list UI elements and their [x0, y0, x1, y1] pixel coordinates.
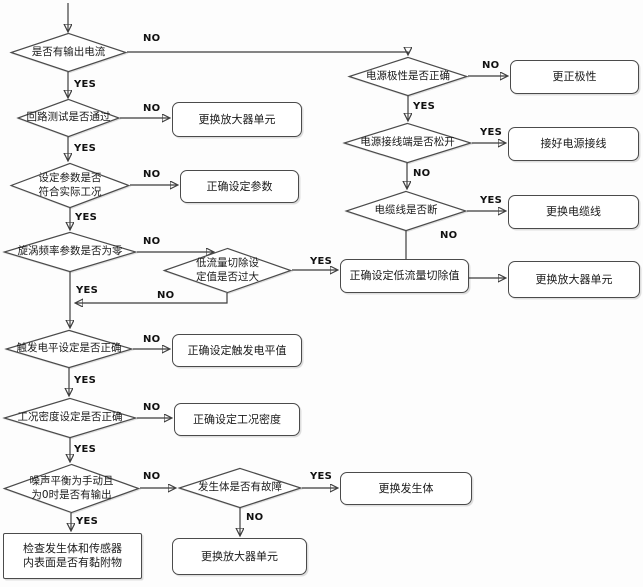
connector-d1-no — [127, 52, 408, 54]
decision-low-flow-cutoff-too-large: 低流量切除设 定值是否过大 — [163, 248, 292, 293]
decision-shedder-faulty: 发生体是否有故障 — [178, 468, 302, 508]
edge-label-no-dr2: NO — [413, 168, 431, 179]
edge-label-yes-d8: YES — [76, 516, 99, 527]
node-label: 更换发生体 — [378, 481, 434, 495]
edge-label-yes-dr3: YES — [480, 195, 503, 206]
diamond-shape — [3, 398, 137, 438]
node-label: 更换放大器单元 — [535, 272, 613, 286]
decision-power-polarity-correct: 电源极性是否正确 — [348, 57, 468, 96]
edge-label-yes-d6: YES — [74, 375, 97, 386]
node-label: 正确设定触发电平值 — [187, 343, 287, 357]
edge-label-no-d4: NO — [143, 236, 161, 247]
edge-label-yes-d7: YES — [74, 444, 97, 455]
node-label: 正确设定工况密度 — [193, 412, 281, 426]
diamond-shape — [5, 330, 133, 368]
process-check-shedder-sensor-surface: 检查发生体和传感器 内表面是否有黏附物 — [3, 533, 142, 579]
edge-label-no-d8: NO — [143, 471, 161, 482]
edge-label-yes-d4: YES — [76, 285, 99, 296]
decision-cable-broken: 电缆线是否断 — [345, 191, 467, 231]
diamond-shape — [163, 248, 292, 293]
process-replace-cable: 更换电缆线 — [508, 195, 639, 229]
node-label: 更换放大器单元 — [198, 112, 276, 126]
diamond-shape — [345, 191, 467, 231]
process-replace-amplifier-unit-2: 更换放大器单元 — [172, 538, 307, 575]
process-correct-polarity: 更正极性 — [510, 60, 639, 94]
node-label: 正确设定参数 — [206, 179, 273, 193]
diamond-shape — [3, 232, 137, 272]
process-set-trigger-level: 正确设定触发电平值 — [172, 334, 302, 367]
decision-has-output-current: 是否有输出电流 — [10, 33, 127, 72]
edge-label-no-dr1: NO — [482, 60, 500, 71]
node-label: 更换电缆线 — [546, 205, 601, 219]
decision-vortex-frequency-zero: 旋涡频率参数是否为零 — [3, 232, 137, 272]
edge-label-yes-d2: YES — [74, 143, 97, 154]
diamond-shape — [17, 99, 120, 137]
edge-label-yes-dr1: YES — [413, 101, 436, 112]
edge-label-no-d6: NO — [143, 334, 161, 345]
edge-label-no-d1: NO — [143, 33, 161, 44]
edge-label-yes-d1: YES — [74, 79, 97, 90]
process-replace-amplifier-unit-3: 更换放大器单元 — [508, 261, 640, 298]
process-set-low-flow-cutoff: 正确设定低流量切除值 — [340, 259, 469, 293]
diamond-shape — [343, 123, 472, 163]
decision-loop-test-pass: 回路测试是否通过 — [17, 99, 120, 137]
process-replace-amplifier-unit-1: 更换放大器单元 — [172, 102, 302, 137]
edge-label-no-d5: NO — [157, 290, 175, 301]
edge-label-yes-d9: YES — [310, 471, 333, 482]
edge-label-no-d9: NO — [246, 512, 264, 523]
diamond-shape — [10, 33, 127, 72]
process-set-parameters-correctly: 正确设定参数 — [180, 170, 299, 203]
process-replace-shedder: 更换发生体 — [340, 472, 472, 505]
connector-d5-no — [76, 293, 228, 303]
decision-trigger-level-correct: 触发电平设定是否正确 — [5, 330, 133, 368]
decision-noise-balance-output: 噪声平衡为手动且 为0时是否有输出 — [3, 464, 140, 513]
edge-label-no-d2: NO — [143, 103, 161, 114]
edge-label-yes-d5: YES — [310, 256, 333, 267]
node-label: 检查发生体和传感器 内表面是否有黏附物 — [23, 542, 122, 569]
diamond-shape — [10, 163, 130, 208]
node-label: 更换放大器单元 — [201, 549, 278, 563]
process-set-density: 正确设定工况密度 — [174, 403, 300, 436]
edge-label-no-d7: NO — [143, 402, 161, 413]
edge-label-no-d3: NO — [143, 169, 161, 180]
decision-parameters-match-conditions: 设定参数是否 符合实际工况 — [10, 163, 130, 208]
decision-density-setting-correct: 工况密度设定是否正确 — [3, 398, 137, 438]
decision-power-terminal-loose: 电源接线端是否松开 — [343, 123, 472, 163]
node-label: 正确设定低流量切除值 — [349, 269, 460, 283]
edge-label-yes-dr2: YES — [480, 127, 503, 138]
diamond-shape — [3, 464, 140, 513]
node-label: 接好电源接线 — [540, 137, 607, 151]
edge-label-no-dr3: NO — [440, 230, 458, 241]
node-label: 更正极性 — [552, 70, 597, 84]
edge-label-yes-d3: YES — [75, 212, 98, 223]
process-reconnect-power-wiring: 接好电源接线 — [508, 127, 639, 161]
diamond-shape — [348, 57, 468, 96]
diamond-shape — [178, 468, 302, 508]
